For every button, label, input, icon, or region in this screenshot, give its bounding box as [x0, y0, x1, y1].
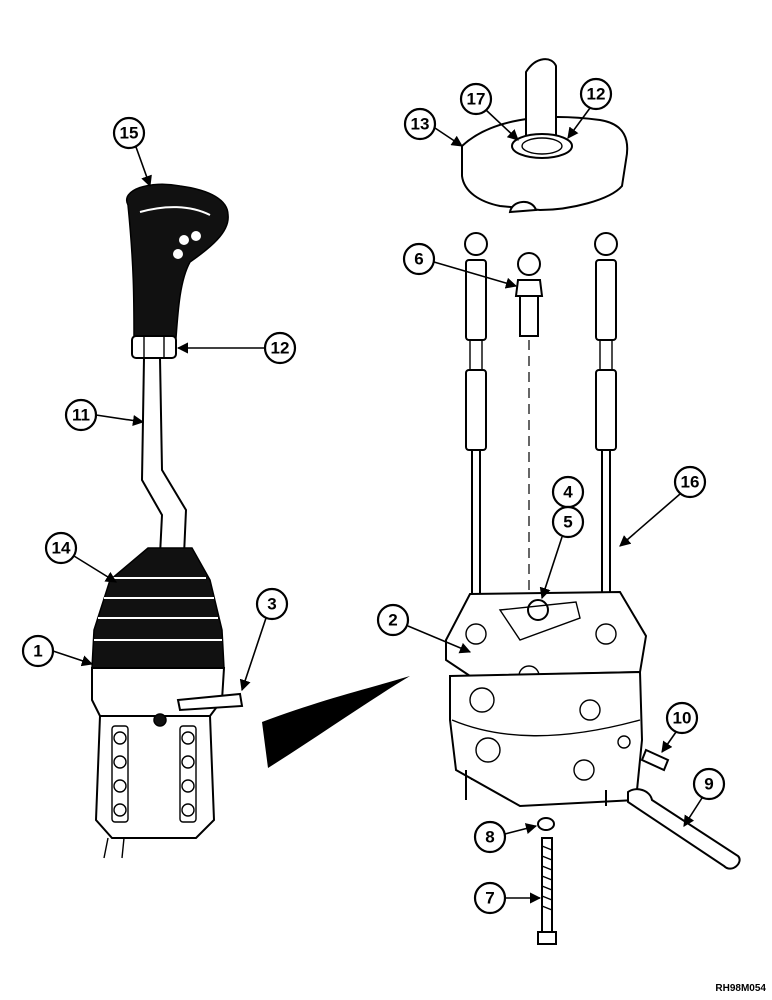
valve-housing-top: [445, 590, 648, 678]
callouts: 15 12 11 14 1 3: [21, 77, 726, 915]
ball-stud: [514, 252, 544, 610]
callout-6-label: 6: [414, 250, 423, 269]
callout-14-label: 14: [52, 539, 71, 558]
washer: [537, 817, 555, 831]
control-knob: [125, 183, 229, 339]
callout-11: 11: [64, 398, 145, 432]
set-screw: [640, 748, 670, 772]
callout-17-label: 17: [467, 90, 486, 109]
joystick-assembly: [91, 183, 244, 859]
callout-10-label: 10: [673, 709, 692, 728]
callout-8-label: 8: [485, 828, 494, 847]
callout-7-label: 7: [485, 889, 494, 908]
callout-14: 14: [44, 531, 117, 583]
figure-reference-code: RH98M054: [715, 983, 766, 994]
callout-15: 15: [112, 116, 152, 188]
callout-13: 13: [403, 107, 463, 147]
lever-shaft: [525, 58, 557, 141]
valve-housing-body: [449, 670, 644, 808]
callout-2: 2: [376, 603, 472, 654]
callout-11-label: 11: [72, 406, 90, 425]
callout-9: 9: [683, 767, 726, 827]
callout-13-label: 13: [411, 115, 430, 134]
callout-4-label: 4: [563, 483, 573, 502]
callout-6: 6: [402, 242, 518, 289]
valve-assembly: [445, 58, 741, 945]
callout-2-label: 2: [388, 611, 397, 630]
callout-12-right: 12: [567, 77, 613, 139]
cap-screw: [537, 837, 557, 945]
callout-17: 17: [459, 82, 519, 141]
callout-9-label: 9: [704, 775, 713, 794]
callout-10: 10: [661, 701, 699, 753]
callout-5: 5: [539, 505, 585, 600]
callout-1: 1: [21, 634, 94, 668]
callout-8: 8: [473, 820, 538, 854]
callout-12-left: 12: [176, 331, 297, 365]
callout-1-label: 1: [33, 642, 42, 661]
callout-5-label: 5: [563, 513, 572, 532]
callout-12-left-label: 12: [271, 339, 290, 358]
detail-pointer: [262, 676, 410, 768]
callout-3: 3: [239, 587, 289, 692]
rubber-boot: [91, 547, 225, 669]
callout-16-label: 16: [681, 473, 700, 492]
callout-15-label: 15: [120, 124, 139, 143]
control-lever: [140, 357, 188, 556]
callout-3-label: 3: [267, 595, 276, 614]
callout-12-right-label: 12: [587, 85, 606, 104]
pin: [627, 788, 741, 870]
callout-4: 4: [551, 475, 585, 509]
callout-16: 16: [619, 465, 707, 547]
callout-7: 7: [473, 881, 542, 915]
jam-nut: [131, 335, 177, 359]
detent-tab: [176, 692, 244, 712]
